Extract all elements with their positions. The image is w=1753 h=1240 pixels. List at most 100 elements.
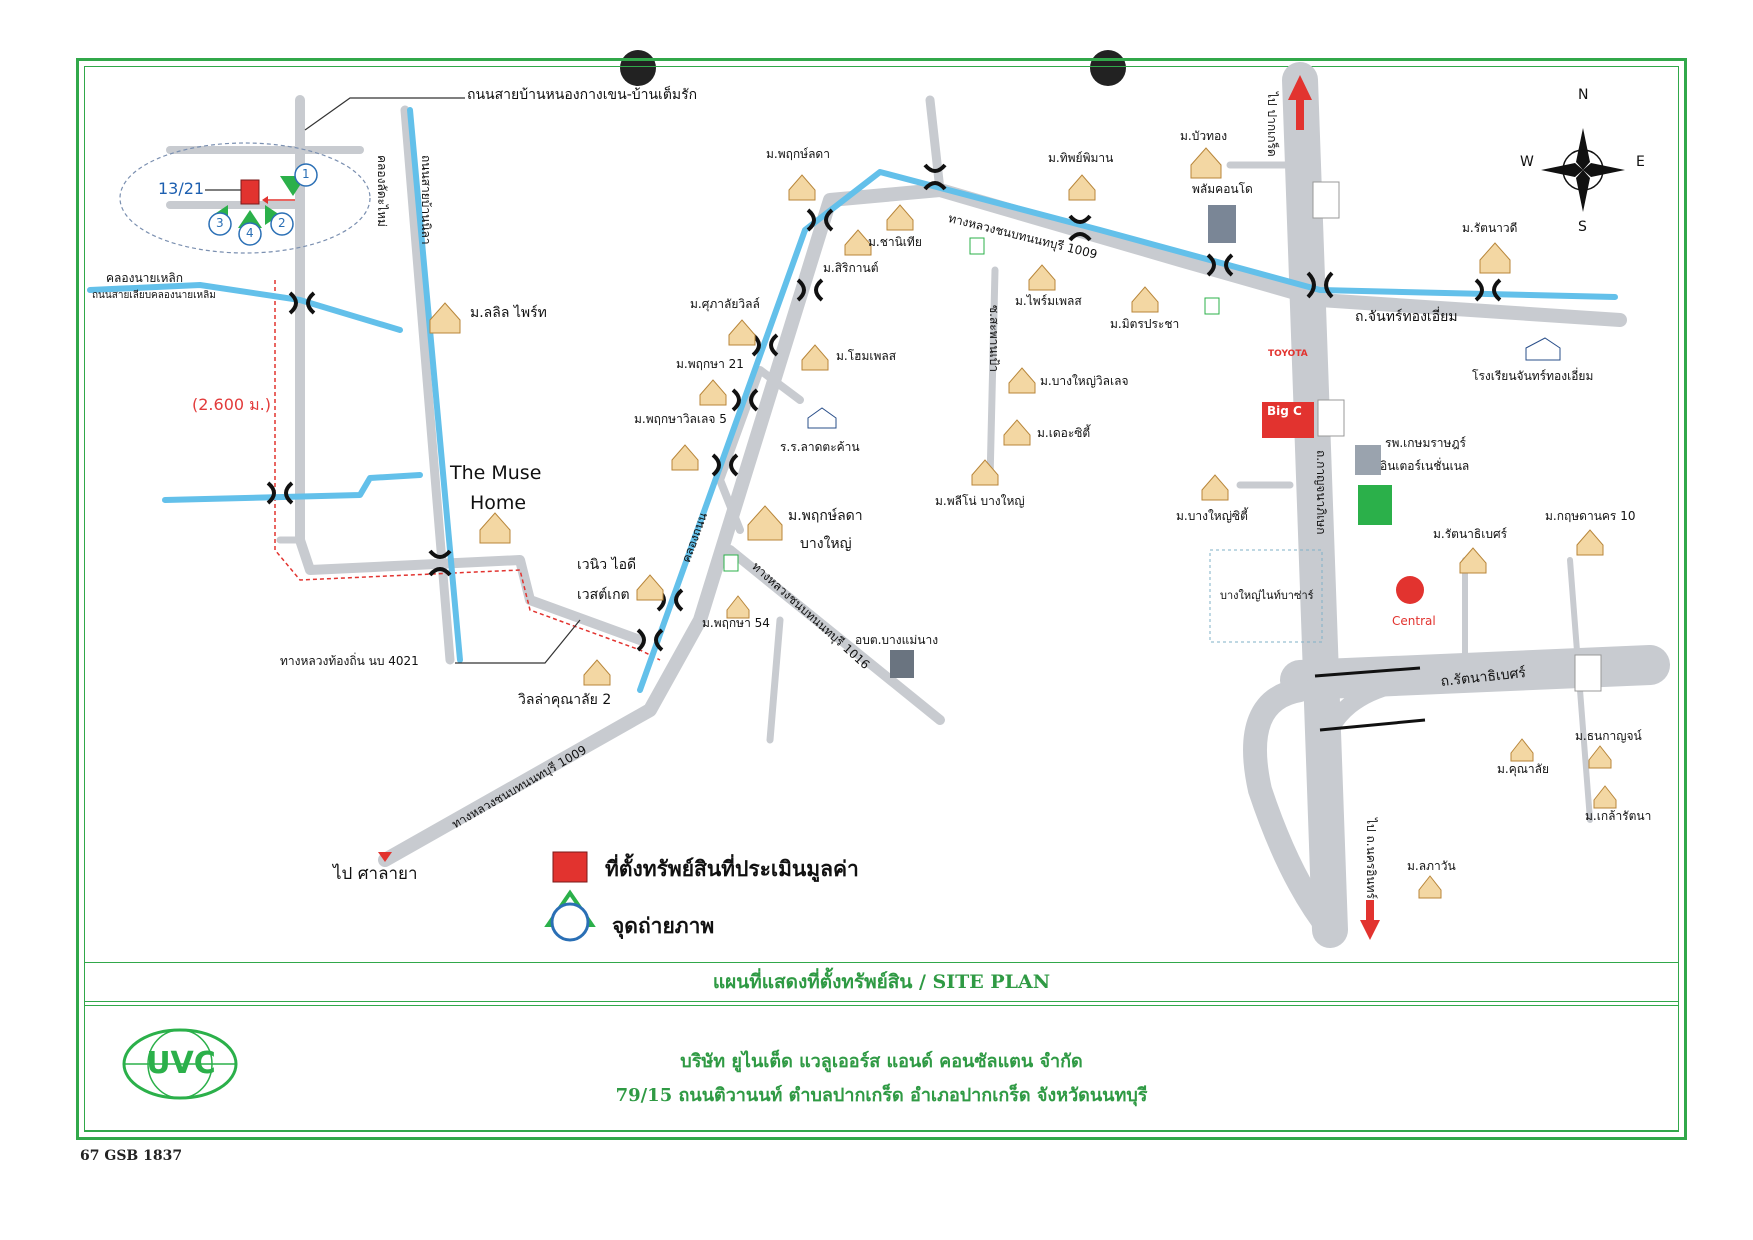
chan-road-label: ถ.จันทร์ทองเอี่ยม xyxy=(1355,309,1458,325)
ptt-station-icon xyxy=(1317,399,1345,437)
venue-label-2: เวสต์เกต xyxy=(577,587,630,603)
village-pruksalada-by-2: บางใหญ่ xyxy=(800,536,852,552)
bridge-icon xyxy=(1206,253,1234,277)
house-icon xyxy=(1201,474,1229,501)
binder-hole-right xyxy=(1090,50,1126,86)
bridge-icon xyxy=(731,388,759,412)
bridge-icon xyxy=(806,208,834,232)
village-buathong: ม.บัวทอง xyxy=(1180,129,1228,143)
canal-nai-lek xyxy=(87,282,403,333)
photo-points xyxy=(208,163,318,246)
toyota-label: TOYOTA xyxy=(1268,349,1308,359)
house-icon xyxy=(801,344,829,371)
canals xyxy=(87,107,1618,693)
kasem-label-1: รพ.เกษมราษฎร์ xyxy=(1385,436,1466,450)
canal-label-lat-mai: คลองลัดะไหม่ xyxy=(375,155,389,227)
house-icon xyxy=(1131,286,1159,313)
village-lalil: ม.ลลิล ไพร์ท xyxy=(470,305,547,321)
compass-w: W xyxy=(1520,154,1534,170)
village-sirikan: ม.สิริกานต์ xyxy=(823,261,879,275)
house-icon xyxy=(671,444,699,471)
big-c-label: Big C xyxy=(1267,404,1302,418)
village-mitr: ม.มิตรประชา xyxy=(1110,317,1180,331)
road-interchange-2 xyxy=(1311,671,1429,769)
compass-icon xyxy=(1541,128,1625,212)
village-pruksa-village: ม.พฤกษาวิลเลจ 5 xyxy=(634,412,727,426)
kanchana-road-label: ถ.กาญจนาภิเษก xyxy=(1314,450,1328,535)
uvc-logo xyxy=(122,1028,238,1100)
bridge-icon xyxy=(1306,271,1334,299)
village-pruksa-lada: ม.พฤกษ์ลดา xyxy=(766,147,830,161)
house-icon xyxy=(726,595,750,619)
village-thanakan: ม.ธนกาญจน์ xyxy=(1575,729,1642,743)
road-label-top: ถนนสายบ้านหนองกางเขน-บ้านเต็มรัก xyxy=(467,87,698,103)
ptt-station-icon xyxy=(1312,181,1340,219)
soi-label-pao: ซ.สะพานเป้า xyxy=(987,305,1001,373)
road-label-ban-nila: ถนนสายบ้านนิลา xyxy=(419,155,433,245)
seven-eleven-icon xyxy=(1204,297,1220,315)
distance-label: (2.600 ม.) xyxy=(192,395,272,414)
house-icon xyxy=(1588,745,1612,769)
bridge-icon xyxy=(796,278,824,302)
arrow-north-pakkret-icon xyxy=(1288,75,1312,130)
house-icon xyxy=(1459,547,1487,574)
road-ring xyxy=(925,95,945,195)
house-icon xyxy=(1510,738,1534,762)
bridge-icon xyxy=(428,549,452,577)
market-label: บางใหญ่ไนท์บาซ่าร์ xyxy=(1220,589,1314,602)
road-1016-branch xyxy=(766,616,784,744)
road-pao xyxy=(986,266,999,484)
legend-photo-label: จุดถ่ายภาพ xyxy=(612,914,715,938)
bridge-icon xyxy=(711,453,739,477)
hospital-icon xyxy=(1355,445,1381,475)
site-plan-title: แผนที่แสดงที่ตั้งทรัพย์สิน / SITE PLAN xyxy=(712,971,1051,993)
leader-lines xyxy=(205,97,581,664)
village-pruksa54: ม.พฤกษา 54 xyxy=(702,616,770,630)
village-lapawan: ม.ลภาวัน xyxy=(1407,859,1456,873)
seven-eleven-icon xyxy=(969,237,985,255)
road-1016 xyxy=(725,545,945,725)
house-icon xyxy=(1418,875,1442,899)
venue-label-1: เวนิว ไอดี xyxy=(577,557,637,573)
house-icon xyxy=(1593,785,1617,809)
village-pruksa21: ม.พฤกษา 21 xyxy=(676,357,744,371)
map-frame-inner xyxy=(84,66,1679,1132)
road-interchange xyxy=(1243,678,1342,942)
uvc-logo-text: UVC xyxy=(146,1046,216,1081)
house-icon xyxy=(1008,367,1036,394)
road-kanchana xyxy=(1282,62,1348,948)
village-primeplace: ม.ไพร์มเพลส xyxy=(1015,294,1082,308)
house-icon xyxy=(747,505,783,541)
roads xyxy=(166,62,1670,948)
compass-n: N xyxy=(1578,87,1589,103)
overpass-mark xyxy=(1314,666,1426,732)
road-left-vertical xyxy=(295,95,645,645)
seven-eleven-icon xyxy=(723,554,739,572)
photo-point-1-label: 1 xyxy=(302,167,310,181)
compass-s: S xyxy=(1578,219,1587,235)
house-icon xyxy=(1190,147,1222,179)
muse-label-1: The Muse xyxy=(450,462,542,484)
village-bangyai-city: ม.บางใหญ่ซิตี้ xyxy=(1176,509,1248,523)
village-icons xyxy=(429,147,1617,899)
village-bangyai-village: ม.บางใหญ่วิลเลจ xyxy=(1040,374,1129,388)
bridge-icon xyxy=(288,291,316,315)
photo-point-1-icon xyxy=(280,163,318,196)
plot-ellipse xyxy=(119,142,371,254)
plot-number-label: 13/21 xyxy=(158,179,205,198)
village-thipphiman: ม.ทิพย์พิมาน xyxy=(1048,151,1114,165)
photo-point-2-icon xyxy=(265,205,294,236)
to-pakkret-label: ไป ปากเกร็ด xyxy=(1265,92,1279,157)
house-icon xyxy=(788,174,816,201)
bridge-icon xyxy=(923,163,947,191)
village-krit: ม.กฤษดานคร 10 xyxy=(1545,509,1636,523)
road-label-4021: ทางหลวงท้องถิ่น นบ 4021 xyxy=(280,654,419,668)
canal-khlong-thanon xyxy=(637,169,1618,693)
market-area xyxy=(1209,549,1323,643)
house-icon xyxy=(583,659,611,686)
central-logo-icon xyxy=(1396,576,1424,604)
house-icon xyxy=(1576,529,1604,556)
canal-label-nai-lek: คลองนายเหลิก xyxy=(106,271,184,285)
to-nonthaburi-label: ไป ถ.นครอินทร์ xyxy=(1364,818,1378,899)
